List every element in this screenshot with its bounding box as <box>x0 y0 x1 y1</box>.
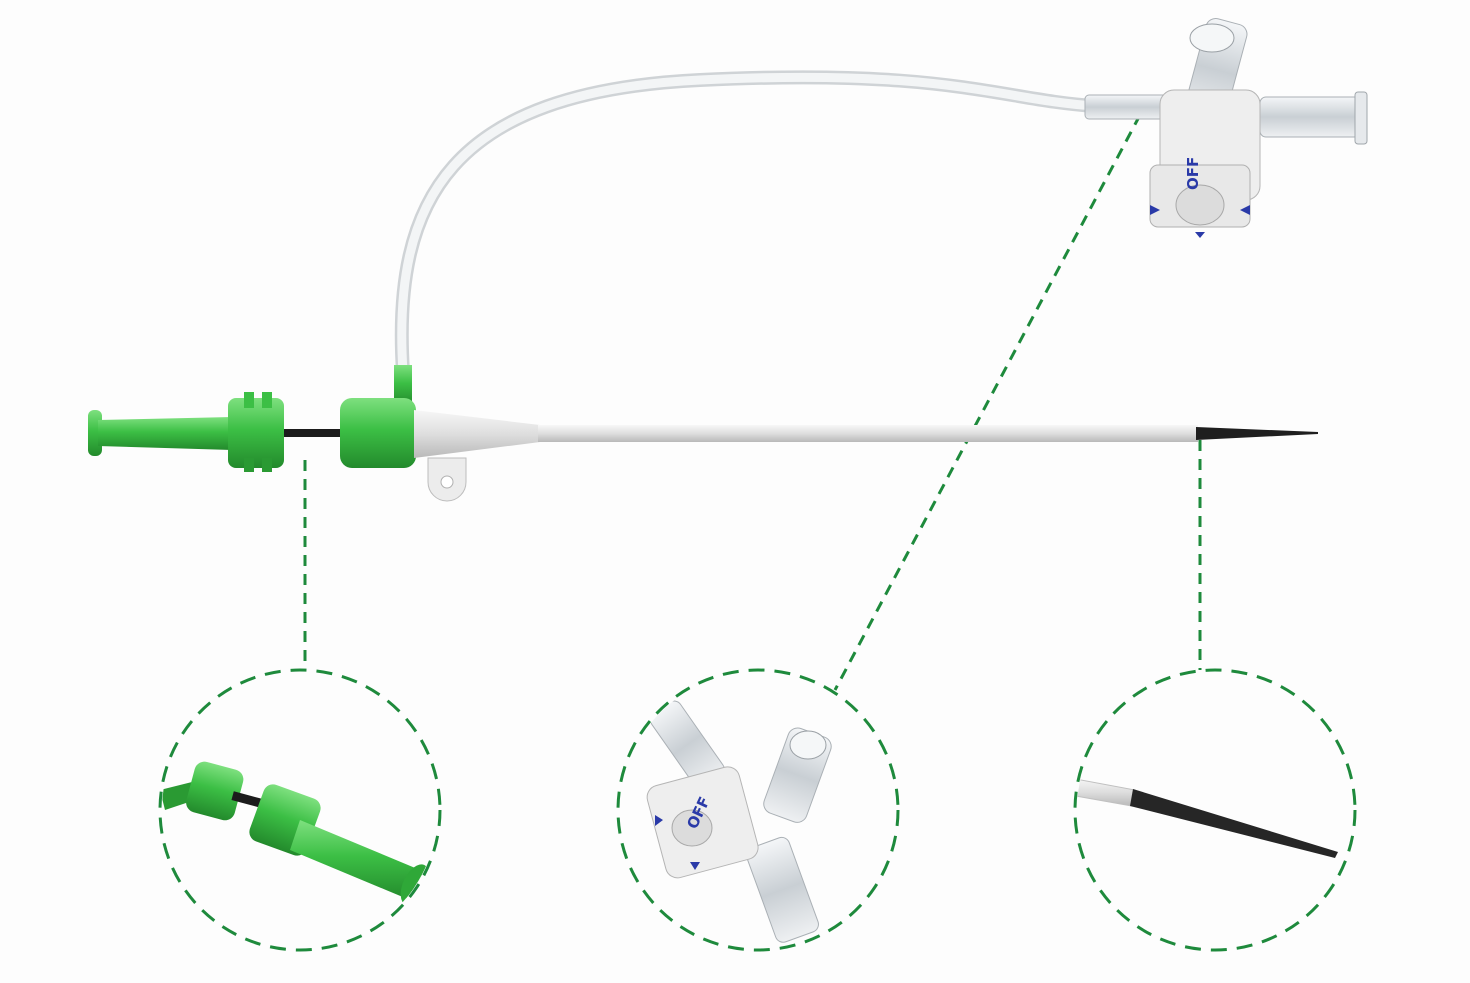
three-way-stopcock: OFF <box>1084 18 1368 238</box>
detail-tip <box>1073 668 1357 952</box>
dilator-tip <box>1196 427 1318 440</box>
callout-line-stopcock <box>833 114 1142 691</box>
dilator-handle <box>88 392 284 472</box>
stopcock-off-label: OFF <box>1184 157 1202 190</box>
callout-lines <box>303 114 1202 691</box>
sheath-hub <box>340 365 540 502</box>
guide-wire <box>284 429 346 437</box>
sheath-shaft <box>538 425 1198 442</box>
detail-handle <box>158 668 442 952</box>
detail-circle-handle <box>158 668 442 952</box>
detail-circle-stopcock <box>616 668 900 952</box>
detail-circle-tip <box>1073 668 1357 952</box>
detail-stopcock: OFF <box>616 668 900 952</box>
